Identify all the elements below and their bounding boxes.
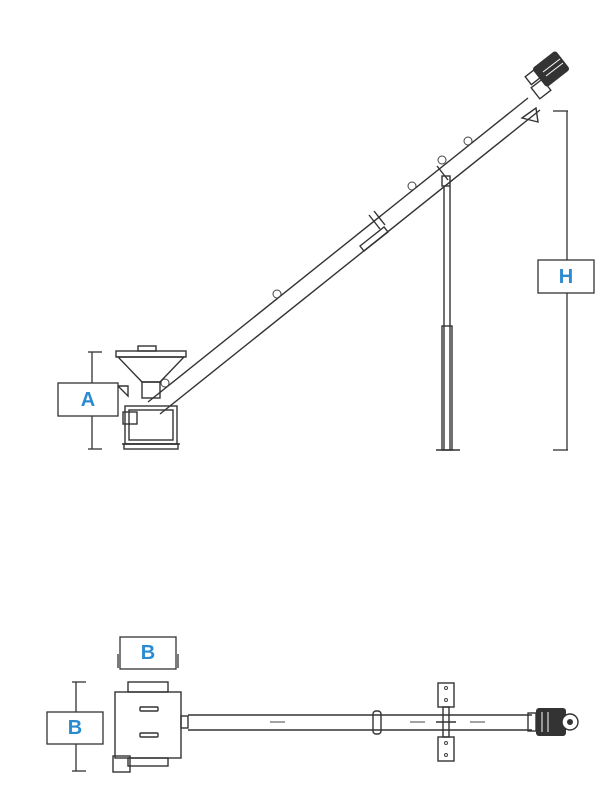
horizontal-tube bbox=[188, 682, 532, 762]
label-b-left: B bbox=[68, 717, 82, 739]
support-leg-icon bbox=[436, 186, 460, 451]
side-view: A H bbox=[57, 51, 595, 451]
dimension-b-depth: B bbox=[46, 681, 104, 772]
label-a: A bbox=[81, 389, 95, 411]
motor-icon bbox=[524, 51, 569, 100]
label-h: H bbox=[559, 266, 573, 288]
dimension-a: A bbox=[57, 351, 119, 450]
inclined-tube bbox=[147, 97, 541, 415]
top-view: B B bbox=[46, 636, 579, 773]
dimension-b-width: B bbox=[117, 636, 179, 670]
motor-top-icon bbox=[527, 708, 579, 736]
hopper-icon bbox=[115, 345, 187, 450]
dimension-h: H bbox=[537, 110, 595, 451]
hopper-top-icon bbox=[112, 681, 189, 773]
label-b-top: B bbox=[141, 642, 155, 664]
